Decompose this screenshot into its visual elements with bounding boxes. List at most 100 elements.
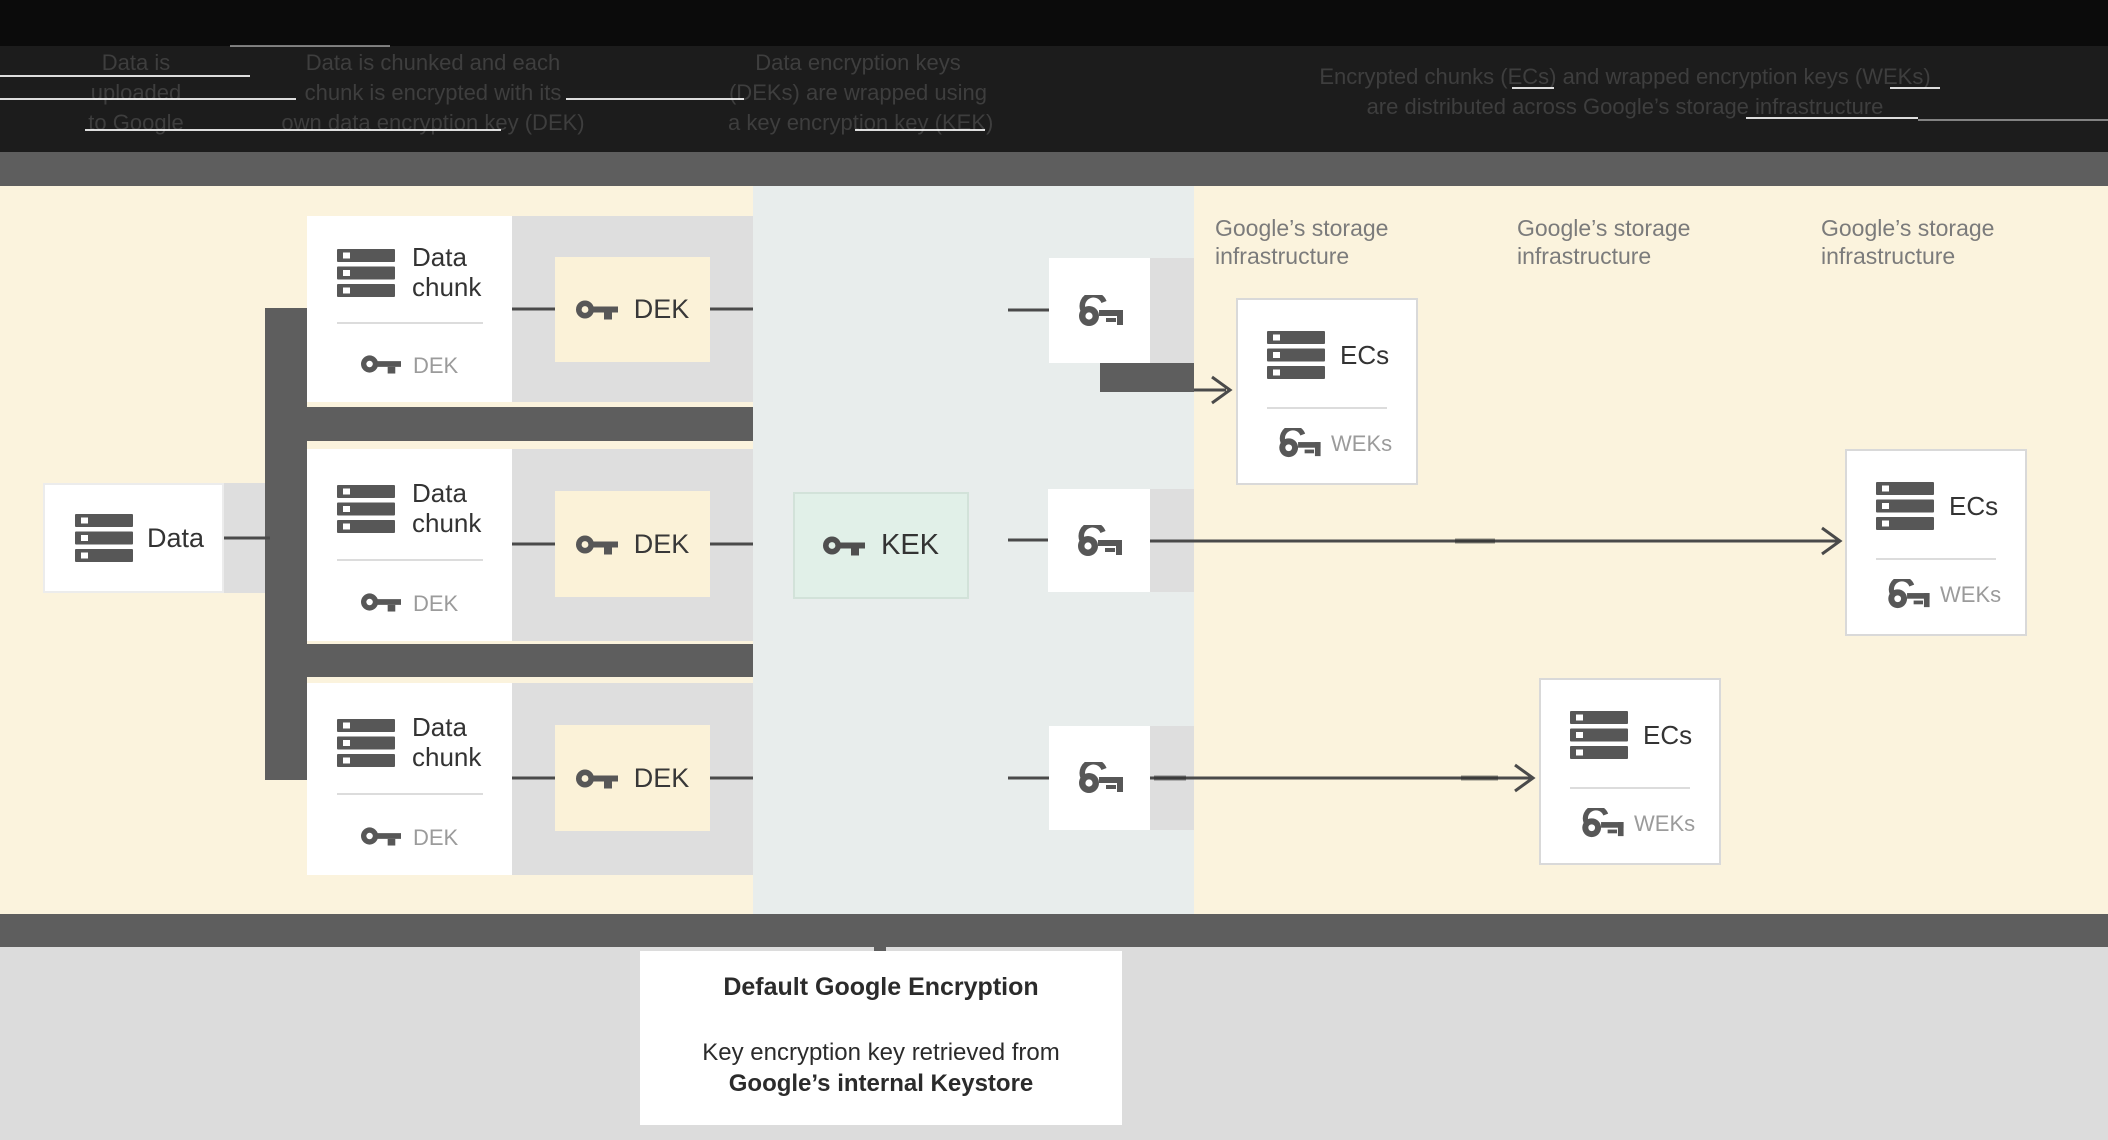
key-icon [361,593,401,612]
step2-line3: own data encryption key (DEK) [281,110,585,135]
step1-line1: Data is [101,50,171,75]
wrapped-key-icon [1078,294,1123,326]
step-caption-4: Encrypted chunks (ECs) and wrapped encry… [1309,62,1941,122]
key-icon [575,769,618,788]
data-chunk-card-3: Data chunk DEK [307,683,512,875]
card-divider [1876,558,1996,560]
header-band: Data is uploaded to Google Data is chunk… [0,0,2108,152]
card-divider [337,322,483,324]
header-top-strip [0,0,2108,46]
caption-body-line2: Google’s internal Keystore [728,1070,1034,1097]
kek-box: KEK [793,492,969,599]
card-divider [337,793,483,795]
step-caption-2: Data is chunked and each chunk is encryp… [273,48,593,138]
header-artifact-line [566,98,744,100]
data-box: Data [43,483,224,593]
chunk-card-title: Data chunk [412,712,482,772]
header-artifact-line [85,129,501,131]
storage-infrastructure-label-1: Google’s storage infrastructure [1215,215,1389,269]
key-icon [361,355,401,374]
header-artifact-line [230,45,390,47]
database-icon [1267,331,1325,379]
wrapped-key-box-2 [1048,489,1150,592]
branch-cross-bar-1 [265,407,753,441]
dek-box-3: DEK [555,725,710,831]
key-box-strip-3 [1150,726,1194,830]
key-icon [361,827,401,846]
ec-weks-label: WEKs [1331,431,1393,456]
wrapped-key-icon [1078,762,1123,793]
step4-line2: are distributed across Google’s storage … [1366,94,1884,119]
step-caption-1: Data is uploaded to Google [76,48,196,138]
bottom-separator-bar [0,914,2108,947]
chunk-card-title: Data chunk [412,478,482,538]
dek-box-label: DEK [633,762,690,793]
database-icon [75,514,133,562]
key-box-strip-2 [1150,489,1194,592]
wrapped-key-icon [1582,808,1624,838]
chunk-dek-label: DEK [413,591,459,616]
database-icon [337,485,395,533]
chunk-dek-label: DEK [413,825,459,850]
data-box-label: Data [147,522,205,553]
ec-weks-label: WEKs [1634,811,1696,836]
step1-line2: uploaded [90,80,182,105]
header-artifact-line [1746,117,1918,119]
caption-body-line1: Key encryption key retrieved from [702,1039,1060,1066]
caption-pointer-nub [874,947,886,951]
wrapped-key-icon [1279,428,1321,458]
step1-line3: to Google [88,110,184,135]
database-icon [1876,482,1934,530]
header-artifact-line [0,98,296,100]
header-artifact-line [1918,119,2108,121]
data-chunk-card-2: Data chunk DEK [307,449,512,641]
step2-line1: Data is chunked and each [305,50,561,75]
key-box-strip-1 [1150,258,1194,363]
dek-box-2: DEK [555,491,710,597]
chunk-card-title: Data chunk [412,242,482,302]
database-icon [337,249,395,297]
caption-title: Default Google Encryption [723,973,1039,1001]
card-divider [1267,407,1387,409]
header-artifact-line [1512,87,1554,89]
card-divider [1570,787,1690,789]
ec-box-3: ECs WEKs [1539,678,1721,865]
key-icon [575,535,618,554]
ec-box-title: ECs [1949,491,1999,521]
step-caption-3: Data encryption keys (DEKs) are wrapped … [728,48,994,138]
storage-infrastructure-label-2: Google’s storage infrastructure [1517,215,1691,269]
ec-box-title: ECs [1340,340,1390,370]
branch-cross-bar-2 [265,644,753,677]
data-chunk-card-1: Data chunk DEK [307,216,512,402]
header-artifact-line [855,129,985,131]
branch-trunk-bar [265,308,307,780]
wrapped-key-icon [1888,579,1930,609]
storage-infrastructure-label-3: Google’s storage infrastructure [1821,215,1995,269]
ec-box-2: ECs WEKs [1845,449,2027,636]
wrapped-key-output-bar [1100,363,1194,392]
step4-line1: Encrypted chunks (ECs) and wrapped encry… [1319,64,1931,89]
wrapped-key-box-1 [1049,258,1150,363]
ec-box-title: ECs [1643,720,1693,750]
header-artifact-line [1890,87,1940,89]
database-icon [337,719,395,767]
ec-weks-label: WEKs [1940,582,2002,607]
step3-line2: (DEKs) are wrapped using [728,80,987,105]
key-icon [822,536,865,556]
dek-box-label: DEK [633,294,690,324]
header-artifact-line [0,75,250,77]
dek-box-1: DEK [555,257,710,362]
ec-box-1: ECs WEKs [1236,298,1418,485]
dek-box-label: DEK [633,528,690,559]
kek-box-label: KEK [880,529,940,561]
caption-card: Default Google Encryption Key encryption… [640,951,1122,1125]
key-icon [575,300,618,320]
step3-line3: a key encryption key (KEK) [728,110,994,135]
top-separator-bar [0,152,2108,186]
wrapped-key-icon [1078,524,1122,556]
wrapped-key-box-3 [1049,726,1150,830]
card-divider [337,559,483,561]
step2-line2: chunk is encrypted with its [304,80,562,105]
database-icon [1570,711,1628,759]
